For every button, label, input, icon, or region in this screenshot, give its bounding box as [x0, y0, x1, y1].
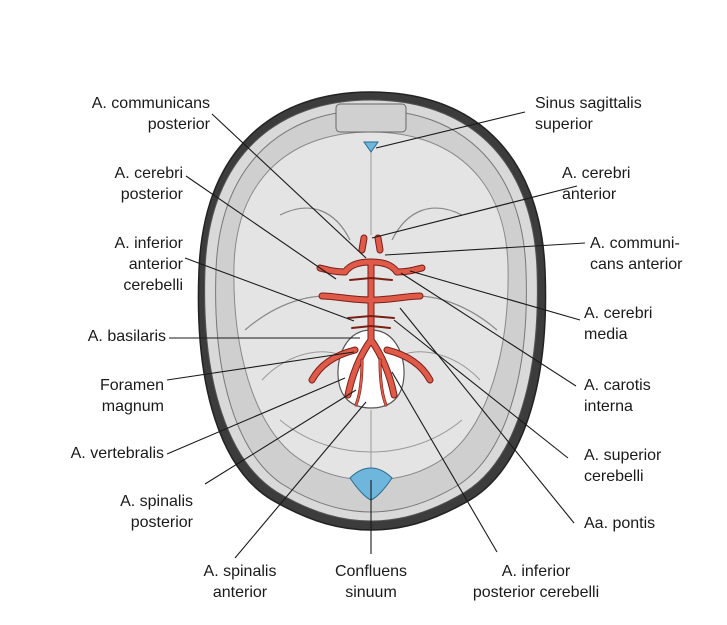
label-a-vertebralis: A. vertebralis — [70, 445, 164, 462]
label-a-basilaris: A. basilaris — [87, 328, 166, 345]
sinus-sagittalis-superior — [335, 103, 407, 153]
label-a-communicans-anterior: A. communi-cans anterior — [590, 235, 683, 273]
label-aa-pontis: Aa. pontis — [584, 515, 656, 532]
arteries — [308, 234, 434, 407]
leader-lines — [166, 111, 586, 559]
